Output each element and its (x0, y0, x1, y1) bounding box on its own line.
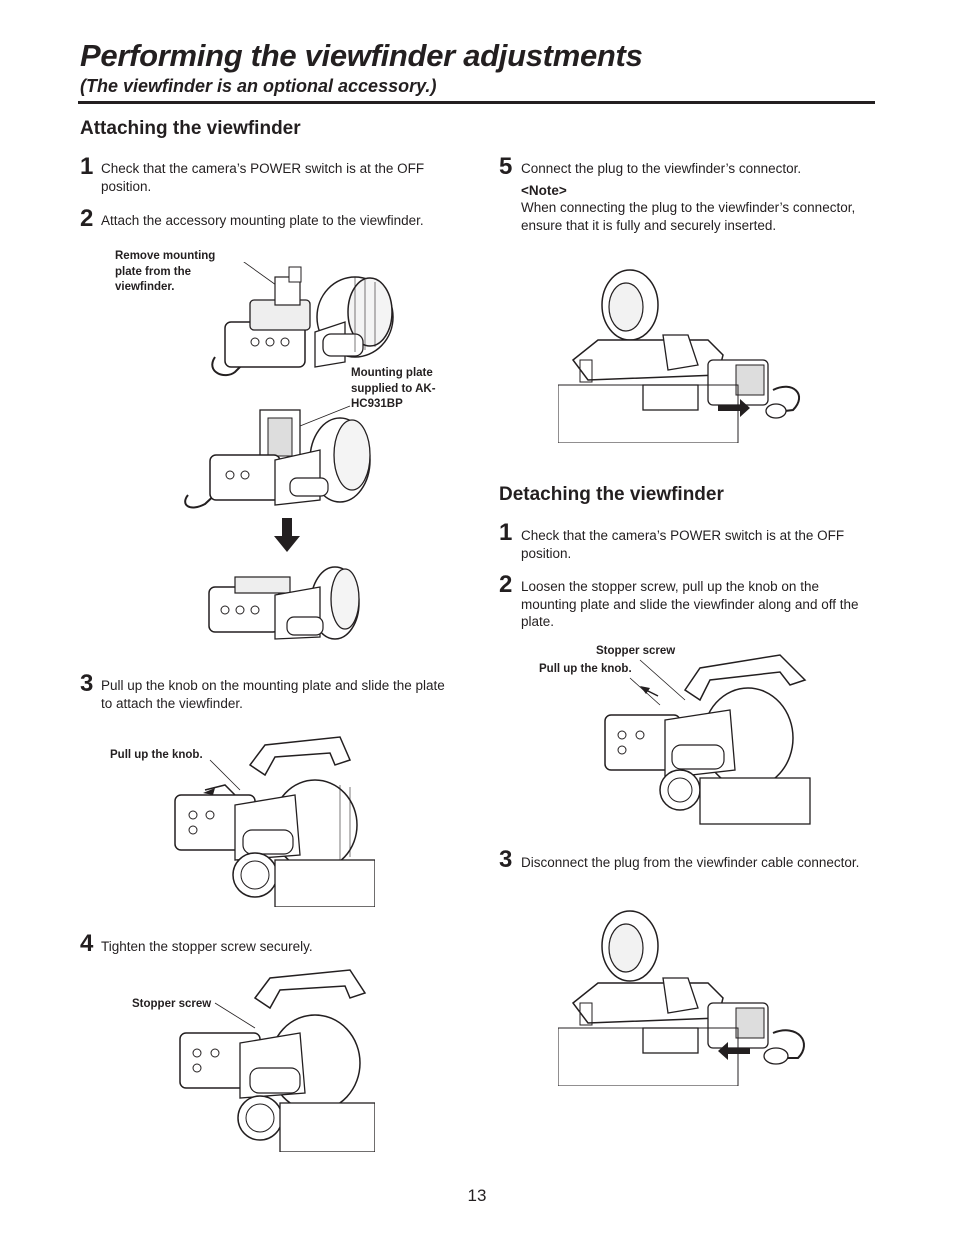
step-text: Disconnect the plug from the viewfinder … (521, 855, 860, 870)
page-subtitle: (The viewfinder is an optional accessory… (80, 76, 437, 96)
viewfinder-with-plate-illustration (205, 262, 405, 382)
camera-stopper-screw-illustration (175, 968, 375, 1152)
section-heading-detaching: Detaching the viewfinder (499, 484, 724, 505)
step-text: Check that the camera’s POWER switch is … (521, 528, 845, 561)
camera-detach-illustration (600, 650, 812, 825)
step-number: 3 (499, 846, 513, 873)
callout-pull-knob: Pull up the knob. (539, 663, 632, 675)
step-number: 1 (499, 519, 513, 546)
note-label: <Note> (521, 183, 567, 198)
camera-disconnect-plug-illustration (558, 908, 813, 1086)
step-text: Pull up the knob on the mounting plate a… (101, 678, 445, 711)
callout-mounting-plate: Mounting plate supplied to AK-HC931BP (351, 367, 436, 410)
step-number: 5 (499, 153, 513, 180)
page-number: 13 (467, 1186, 487, 1205)
camera-connect-plug-illustration (558, 265, 813, 443)
camera-pull-knob-illustration (165, 735, 375, 907)
note-text: When connecting the plug to the viewfind… (521, 200, 856, 233)
mounting-plate-illustration (180, 400, 380, 515)
step-text: Connect the plug to the viewfinder’s con… (521, 161, 802, 176)
callout-pull-knob: Pull up the knob. (110, 749, 203, 761)
section-heading-attaching: Attaching the viewfinder (80, 118, 301, 139)
step-text: Check that the camera’s POWER switch is … (101, 161, 425, 194)
step-text: Tighten the stopper screw securely. (101, 939, 313, 954)
callout-stopper-screw: Stopper screw (596, 645, 676, 657)
step-text: Loosen the stopper screw, pull up the kn… (521, 579, 859, 629)
step-number: 2 (499, 571, 513, 598)
callout-remove-plate: Remove mounting plate from the viewfinde… (115, 250, 216, 293)
step-number: 3 (80, 670, 94, 697)
down-arrow-icon (274, 518, 300, 552)
step-number: 1 (80, 153, 94, 180)
viewfinder-plate-attached-illustration (205, 565, 365, 645)
page-title: Performing the viewfinder adjustments (80, 38, 643, 73)
step-number: 2 (80, 205, 94, 232)
step-text: Attach the accessory mounting plate to t… (101, 213, 424, 228)
callout-stopper-screw: Stopper screw (132, 998, 212, 1010)
title-rule (78, 101, 875, 104)
step-number: 4 (80, 930, 94, 957)
